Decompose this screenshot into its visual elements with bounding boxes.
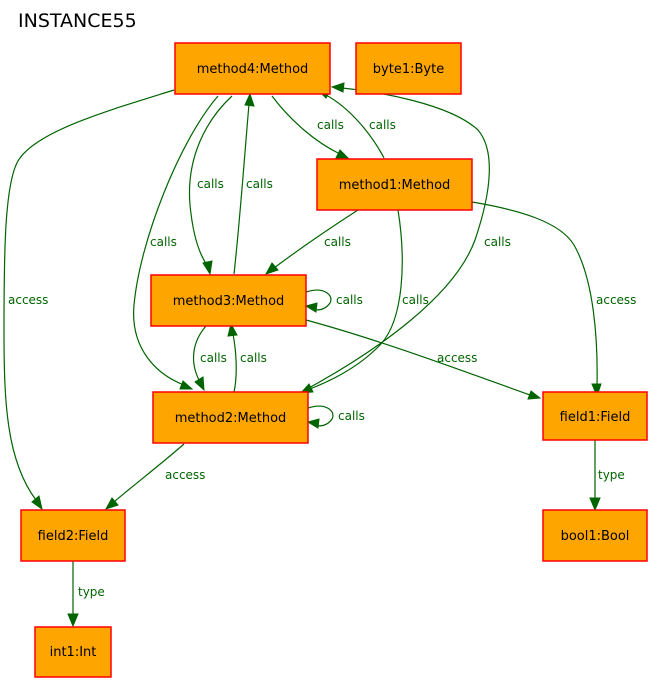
edge-m4-m3: calls <box>188 95 233 276</box>
node-byte1[interactable]: byte1:Byte <box>355 42 462 95</box>
node-field1[interactable]: field1:Field <box>542 391 648 441</box>
edge-label: calls <box>324 235 351 249</box>
edge-m2-m2: calls <box>306 405 365 429</box>
edge-label: calls <box>317 118 344 132</box>
node-label: bool1:Bool <box>561 529 630 544</box>
node-label: field1:Field <box>560 410 631 425</box>
node-label: field2:Field <box>38 529 109 544</box>
edge-label: access <box>165 468 205 482</box>
node-label: method3:Method <box>173 294 285 309</box>
edge-m2-f2: access <box>104 443 205 510</box>
edge-label: calls <box>402 293 429 307</box>
edge-m3-f1: access <box>305 319 542 400</box>
node-bool1[interactable]: bool1:Bool <box>542 509 648 562</box>
node-int1[interactable]: int1:Int <box>34 626 112 678</box>
node-label: method1:Method <box>339 178 451 193</box>
diagram-title: INSTANCE55 <box>18 10 137 32</box>
edge-label: calls <box>369 118 396 132</box>
edge-label: access <box>8 293 48 307</box>
edge-label: type <box>598 468 625 482</box>
edge-label: calls <box>246 177 273 191</box>
node-field2[interactable]: field2:Field <box>20 509 126 562</box>
edge-label: calls <box>338 409 365 423</box>
node-method4[interactable]: method4:Method <box>174 42 331 95</box>
edge-m4-m2: calls <box>133 95 219 390</box>
edge-m4-f2: access <box>3 89 175 511</box>
edge-m4-m1: calls <box>271 95 350 159</box>
edge-label: access <box>596 293 636 307</box>
edge-f2-i1: type <box>67 561 105 628</box>
edge-m3-m2: calls <box>192 325 227 392</box>
node-label: method2:Method <box>175 411 287 426</box>
edge-label: calls <box>336 293 363 307</box>
edge-m1-m2: calls <box>299 209 429 394</box>
edge-m3-m4: calls <box>233 92 273 275</box>
node-method1[interactable]: method1:Method <box>316 158 473 211</box>
edge-label: access <box>437 351 477 365</box>
edge-m1-m3: calls <box>264 209 359 275</box>
edge-label: calls <box>240 351 267 365</box>
edge-m2-m3: calls <box>227 322 267 393</box>
node-label: int1:Int <box>50 645 97 660</box>
node-method2[interactable]: method2:Method <box>152 391 309 444</box>
edge-label: type <box>78 585 105 599</box>
edge-label: calls <box>484 235 511 249</box>
edge-label: calls <box>200 351 227 365</box>
edge-f1-b1: type <box>589 440 625 512</box>
edge-label: calls <box>150 235 177 249</box>
edge-m2-m4: calls <box>295 82 511 396</box>
edge-m1-f1: access <box>471 201 636 398</box>
node-label: byte1:Byte <box>373 62 444 77</box>
edge-label: calls <box>197 177 224 191</box>
node-method3[interactable]: method3:Method <box>150 274 307 327</box>
node-label: method4:Method <box>197 62 309 77</box>
edge-m3-m3: calls <box>304 289 363 313</box>
